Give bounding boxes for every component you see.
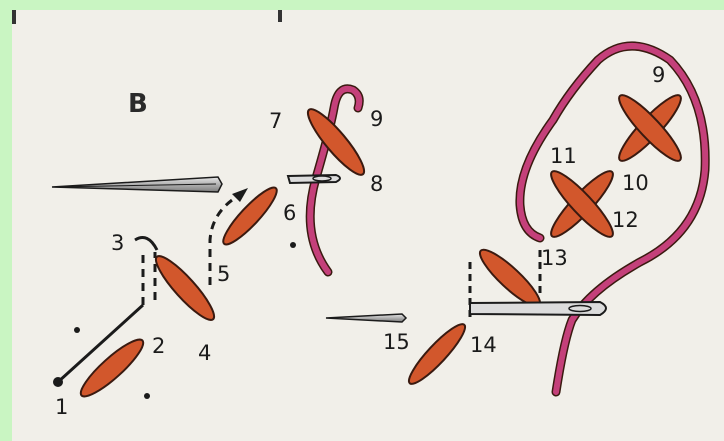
stitch-3-4: [154, 255, 216, 321]
needle-eye-icon: [286, 173, 341, 185]
scan-artifacts: [12, 10, 282, 24]
stitch-14: [407, 323, 467, 385]
arrow-head-icon: [232, 188, 248, 202]
dot-marker: [290, 242, 296, 248]
thread-1-3: [53, 303, 145, 387]
label-1: 1: [55, 395, 68, 419]
needle-small-icon: [325, 313, 408, 323]
cross-stitch-9b: [618, 94, 682, 162]
label-4: 4: [198, 341, 211, 365]
label-13: 13: [541, 246, 568, 270]
label-2: 2: [152, 334, 165, 358]
stitch-1-2: [79, 338, 145, 398]
thread-loop-3: [134, 236, 159, 251]
label-5: 5: [217, 262, 230, 286]
needle-right-icon: [469, 300, 607, 317]
label-11: 11: [550, 144, 577, 168]
label-9-right: 9: [652, 63, 665, 87]
label-7: 7: [269, 109, 282, 133]
label-10: 10: [622, 171, 649, 195]
label-6: 6: [283, 201, 296, 225]
thread-right: [516, 43, 709, 395]
needle-top-left-icon: [51, 176, 223, 193]
dot-marker: [144, 393, 150, 399]
label-3: 3: [111, 231, 124, 255]
label-15: 15: [383, 330, 410, 354]
diagram-title: B: [128, 89, 148, 119]
stitch-7-8: [306, 108, 366, 176]
label-8: 8: [370, 172, 383, 196]
dashed-path-5: [208, 194, 239, 285]
label-12: 12: [612, 208, 639, 232]
thread-left: [307, 85, 363, 275]
dot-marker: [74, 327, 80, 333]
label-14: 14: [470, 333, 497, 357]
label-9-left: 9: [370, 107, 383, 131]
cross-stitch-11b: [550, 170, 614, 238]
stitch-5-6: [222, 186, 278, 246]
